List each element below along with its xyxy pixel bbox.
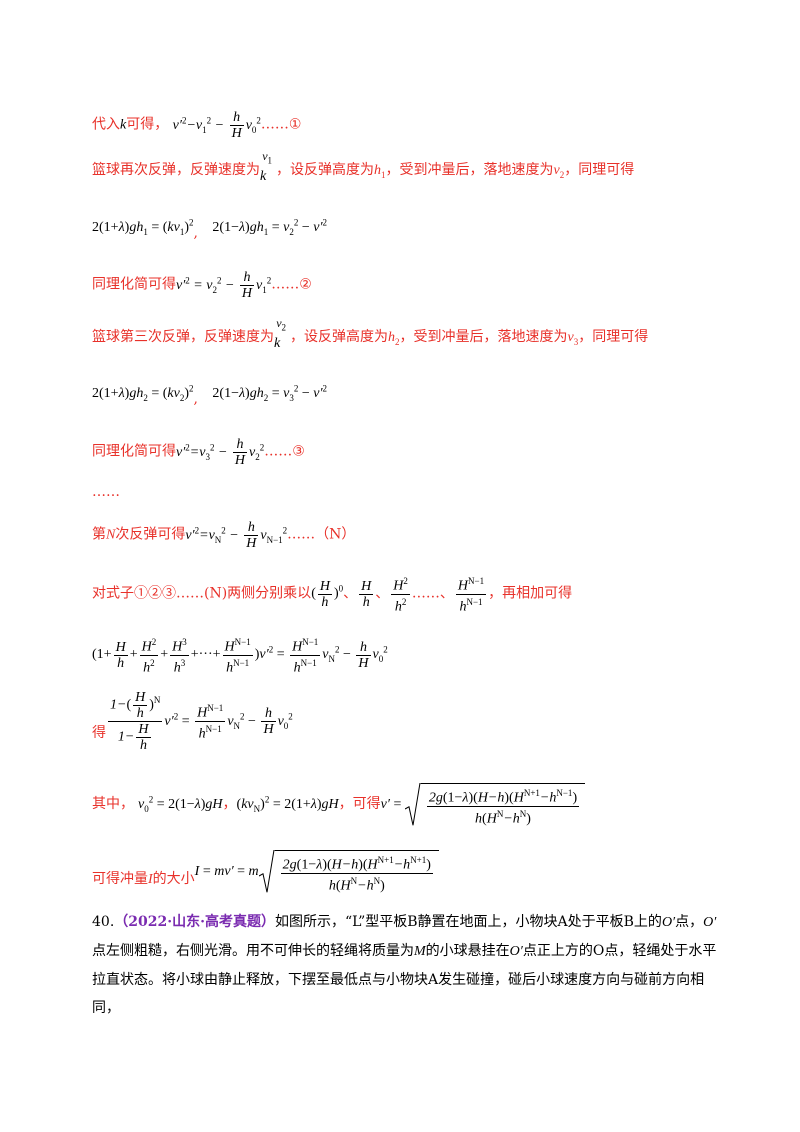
point-O-prime: O′ <box>661 915 676 930</box>
text: 其中， <box>92 795 134 812</box>
equation-line-6: 2(1+λ)gh2 = (kv2)2, 2(1−λ)gh2 = v32 − v′… <box>92 383 328 407</box>
question-text: 的小球悬挂在 <box>425 943 510 959</box>
equation-6a: 2(1+λ)gh2 = (kv2)2 <box>92 383 194 403</box>
sep: ……、 <box>411 585 454 602</box>
eq-mark: ……（N） <box>287 526 356 543</box>
derivation-line-13: 其中，v02 = 2(1−λ)gH，(kvN)2 = 2(1+λ)gH，可得v′… <box>92 783 586 826</box>
text: ，同理可得 <box>578 329 649 345</box>
text: ，受到冲量后，落地速度为 <box>385 162 554 178</box>
text: ，受到冲量后，落地速度为 <box>399 329 568 345</box>
text: 同理化简可得 <box>92 443 176 460</box>
text: 得 <box>92 724 106 741</box>
var-v2: v2 <box>553 163 565 180</box>
var-v3: v3 <box>567 330 579 347</box>
text: 篮球再次反弹，反弹速度为 <box>92 162 260 178</box>
text: 的大小 <box>152 870 195 887</box>
text: 可得冲量 <box>92 870 148 887</box>
text: ，可得 <box>338 795 381 812</box>
derivation-line-2: 篮球再次反弹，反弹速度为kv1，设反弹高度为h1，受到冲量后，落地速度为v2，同… <box>92 149 635 185</box>
var-I: I <box>148 871 153 887</box>
question-text: 点正上方的O点，轻绳处于水平拉直状态。将小球由静止释放，下摆至最低点与小物块A发… <box>92 943 717 1016</box>
text: 次反弹可得 <box>115 526 186 543</box>
question-40: 40.（2022·山东·高考真题）如图所示，“L”型平板B静置在地面上，小物块A… <box>92 908 722 1022</box>
text: 对式子①②③……(N)两侧分别乘以 <box>92 585 312 602</box>
question-text: 点左侧粗糙，右侧光滑。用不可伸长的轻绳将质量为 <box>92 943 414 959</box>
text: ，同理可得 <box>564 162 635 178</box>
point-O-prime: O′ <box>703 915 717 930</box>
equation-line-3: 2(1+λ)gh1 = (kv1)2, 2(1−λ)gh1 = v22 − v′… <box>92 217 328 241</box>
text: 代入 <box>92 116 120 133</box>
vprime-result: v′ = 2g(1−λ)(H−h)(HN+1−hN−1)h(HN−hN) <box>381 783 586 826</box>
vN-equation: (kvN)2 = 2(1+λ)gH <box>236 794 339 814</box>
equation-3b: 2(1−λ)gh1 = v22 − v′2 <box>212 217 328 237</box>
ellipsis-line: …… <box>92 484 120 500</box>
eq-mark: ……③ <box>264 443 305 460</box>
var-M: M <box>414 944 426 959</box>
sep: 、 <box>343 585 358 602</box>
var-h1: h1 <box>374 163 386 180</box>
text: ，设反弹高度为 <box>276 162 375 178</box>
eq-mark: ……② <box>271 276 312 293</box>
derivation-line-5: 篮球第三次反弹，反弹速度为kv2，设反弹高度为h2，受到冲量后，落地速度为v3，… <box>92 316 649 352</box>
question-text: 如图所示，“L”型平板B静置在地面上，小物块A处于平板B上的 <box>274 914 662 930</box>
k-over-v1: kv1 <box>260 149 273 184</box>
var-N: N <box>106 527 116 543</box>
text: 可得， <box>126 116 169 133</box>
sep: 、 <box>375 585 390 602</box>
question-text: 点， <box>675 914 704 930</box>
sep: ， <box>222 795 237 812</box>
text: 篮球第三次反弹，反弹速度为 <box>92 329 274 345</box>
equation-3a: 2(1+λ)gh1 = (kv1)2 <box>92 217 194 237</box>
eq-mark: ……① <box>260 116 302 133</box>
question-number: 40. <box>92 914 115 930</box>
question-source: （2022·山东·高考真题） <box>114 914 275 930</box>
var-h2: h2 <box>388 330 400 347</box>
text: ，设反弹高度为 <box>290 329 389 345</box>
text: 第 <box>92 526 106 543</box>
k-over-v2: kv2 <box>274 316 287 351</box>
text: 同理化简可得 <box>92 276 176 293</box>
v0-equation: v02 = 2(1−λ)gH <box>138 794 223 814</box>
text: ，再相加可得 <box>488 585 573 602</box>
equation-6b: 2(1−λ)gh2 = v32 − v′2 <box>212 383 328 403</box>
var-k: k <box>120 117 127 133</box>
point-O-prime: O′ <box>509 944 523 959</box>
